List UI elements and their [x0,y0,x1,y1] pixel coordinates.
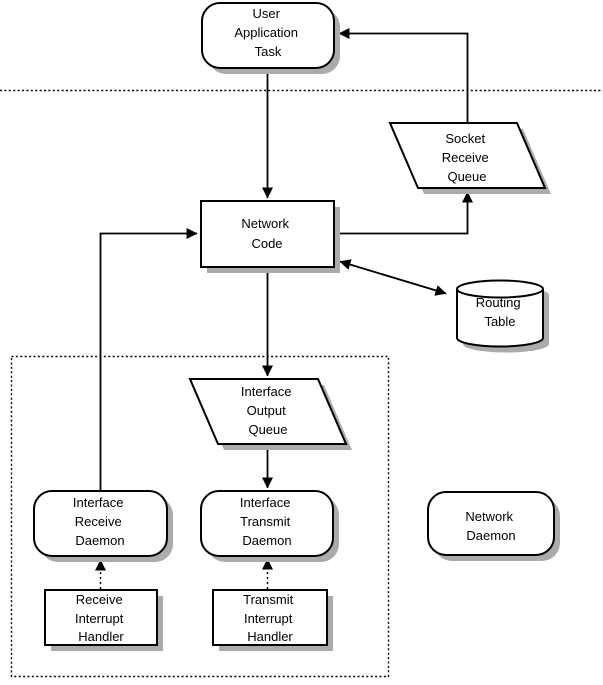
node-interface-transmit-daemon: Interface Transmit Daemon [200,490,339,562]
node-label: Interface Output Queue [241,384,295,437]
node-label: Transmit Interrupt Handler [243,592,297,644]
edge-socket-receive-queue-to-user-application-task [338,28,469,123]
node-network-daemon: Network Daemon [427,491,560,561]
node-label: Receive Interrupt Handler [75,592,127,644]
node-label: Interface Transmit Daemon [240,495,294,548]
node-label: Socket Receive Queue [442,131,493,184]
node-routing-table: Routing Table [456,279,549,353]
rect-shape [200,200,335,268]
edge-network-code-routing-table-bidirectional [339,259,447,296]
node-transmit-interrupt-handler: Transmit Interrupt Handler [212,589,333,651]
rect-shape [44,589,158,646]
rounded-rect-shape [427,491,555,556]
node-label: Network Code [241,216,292,251]
edge-network-code-to-socket-receive-queue [334,191,473,235]
cylinder-top-shape [456,279,544,299]
node-interface-receive-daemon: Interface Receive Daemon [33,490,173,562]
node-label: User Application Task [234,6,301,59]
cylinder-body-shape [456,289,544,348]
rounded-rect-shape [33,490,168,557]
edge-interface-receive-daemon-to-network-code [99,228,198,491]
interrupt-region-dotted-box [10,355,390,678]
node-network-code: Network Code [200,200,340,273]
parallelogram-shape [188,378,348,445]
node-receive-interrupt-handler: Receive Interrupt Handler [44,589,163,651]
node-interface-output-queue: Interface Output Queue [188,378,352,450]
node-label: Network Daemon [465,509,516,543]
rounded-rect-shape [201,2,335,69]
node-user-application-task: User Application Task [201,2,340,74]
node-socket-receive-queue: Socket Receive Queue [388,122,551,194]
node-label: Interface Receive Daemon [73,495,127,548]
node-label: Routing Table [476,295,524,329]
parallelogram-shape [388,122,547,189]
rect-shape [212,589,328,646]
rounded-rect-shape [200,490,334,557]
